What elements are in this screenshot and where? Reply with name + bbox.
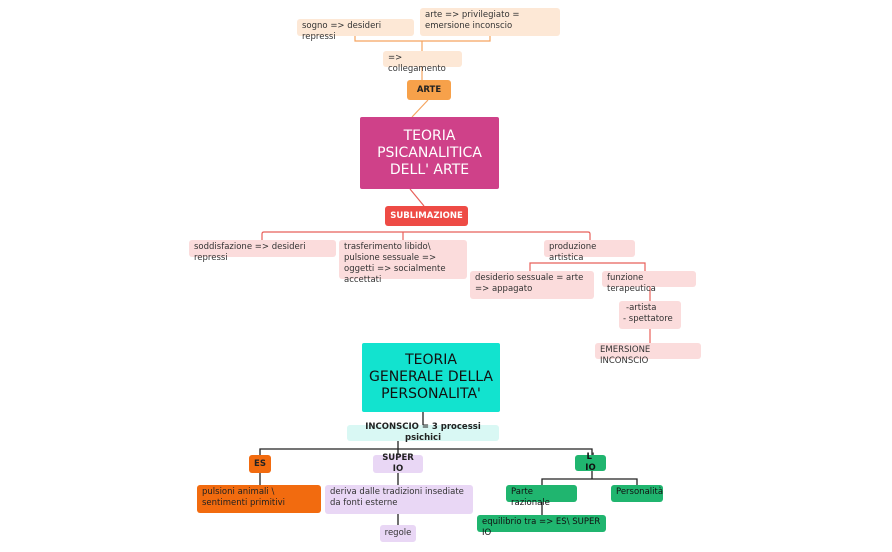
node-soddisfazione[interactable]: soddisfazione => desideri repressi	[189, 240, 336, 263]
node-arte[interactable]: ARTE	[407, 80, 451, 100]
node-funzione-text: funzione terapeutica	[607, 273, 656, 294]
node-sogno-text: sogno => desideri repressi	[302, 21, 382, 42]
node-parte-razionale[interactable]: Parte razionale	[506, 485, 577, 508]
map2-title[interactable]: TEORIA GENERALE DELLA PERSONALITA'	[362, 343, 500, 412]
node-sogno[interactable]: sogno => desideri repressi	[297, 19, 414, 42]
node-trasferimento-text: trasferimento libido\ pulsione sessuale …	[344, 242, 446, 285]
node-regole-text: regole	[384, 528, 412, 538]
node-sublimazione[interactable]: SUBLIMAZIONE	[385, 206, 468, 226]
node-lio[interactable]: L' IO	[575, 452, 606, 473]
node-artista-text: -artista	[626, 303, 657, 313]
node-desiderio-text: desiderio sessuale = arte => appagato	[475, 273, 584, 294]
map1-title-text: TEORIA PSICANALITICA DELL' ARTE	[377, 127, 482, 178]
map1-title[interactable]: TEORIA PSICANALITICA DELL' ARTE	[360, 117, 499, 189]
node-produzione[interactable]: produzione artistica	[544, 240, 635, 263]
node-artista-spettatore[interactable]: -artista - spettatore	[619, 301, 681, 329]
node-produzione-text: produzione artistica	[549, 242, 597, 263]
node-inconscio-text: INCONSCIO = 3 processi psichici	[365, 422, 481, 443]
node-pulsioni[interactable]: pulsioni animali \ sentimenti primitivi	[197, 485, 321, 513]
node-arte-text: ARTE	[416, 84, 442, 95]
node-funzione[interactable]: funzione terapeutica	[602, 271, 696, 294]
node-arte-privilegiato-text: arte => privilegiato = emersione inconsc…	[425, 10, 520, 31]
node-inconscio[interactable]: INCONSCIO = 3 processi psichici	[347, 422, 499, 443]
map2-title-text: TEORIA GENERALE DELLA PERSONALITA'	[369, 352, 493, 402]
node-lio-text: L' IO	[585, 452, 596, 473]
node-collegamento[interactable]: => collegamento	[383, 51, 462, 74]
node-personalita-text: Personalità	[616, 487, 664, 497]
node-superio-text: SUPER IO	[382, 453, 414, 474]
node-deriva-text: deriva dalle tradizioni insediate da fon…	[330, 487, 464, 508]
node-superio[interactable]: SUPER IO	[373, 453, 423, 474]
node-sublimazione-text: SUBLIMAZIONE	[390, 210, 463, 221]
node-parte-razionale-text: Parte razionale	[511, 487, 550, 508]
node-equilibrio[interactable]: equilibrio tra => ES\ SUPER IO	[477, 515, 606, 538]
node-es-text: ES	[254, 458, 266, 469]
node-soddisfazione-text: soddisfazione => desideri repressi	[194, 242, 306, 263]
node-pulsioni-text: pulsioni animali \ sentimenti primitivi	[202, 487, 286, 508]
node-desiderio[interactable]: desiderio sessuale = arte => appagato	[470, 271, 594, 299]
node-trasferimento[interactable]: trasferimento libido\ pulsione sessuale …	[339, 240, 467, 285]
node-spettatore-text: - spettatore	[623, 314, 673, 324]
node-equilibrio-text: equilibrio tra => ES\ SUPER IO	[482, 517, 601, 538]
node-regole[interactable]: regole	[380, 525, 416, 542]
node-personalita[interactable]: Personalità	[611, 485, 663, 502]
node-deriva[interactable]: deriva dalle tradizioni insediate da fon…	[325, 485, 473, 514]
node-emersione-text: EMERSIONE INCONSCIO	[600, 345, 651, 366]
node-emersione[interactable]: EMERSIONE INCONSCIO	[595, 343, 701, 366]
node-collegamento-text: => collegamento	[388, 53, 446, 74]
node-es[interactable]: ES	[249, 455, 271, 473]
node-arte-privilegiato[interactable]: arte => privilegiato = emersione inconsc…	[420, 8, 560, 36]
